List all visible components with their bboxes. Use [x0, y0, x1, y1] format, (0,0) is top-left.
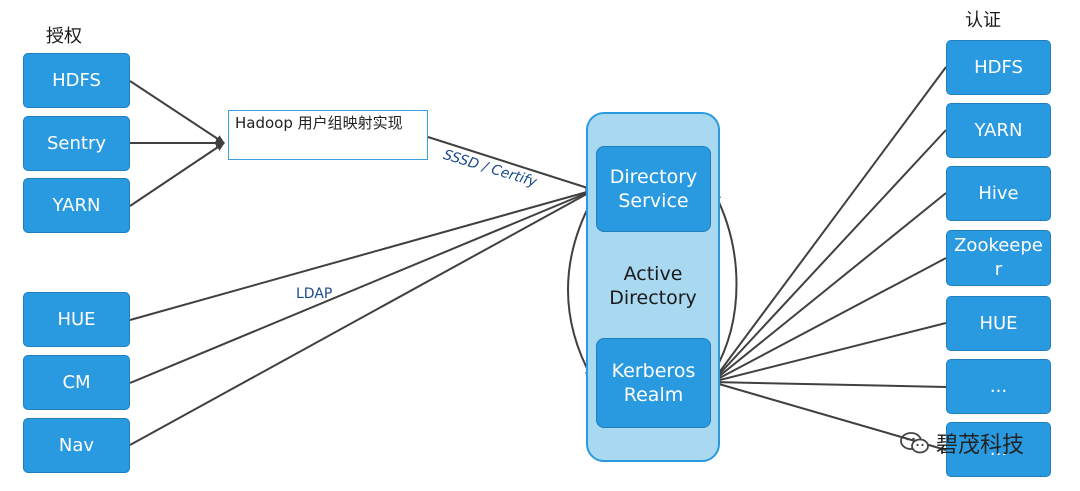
authn-box-hdfs: HDFS — [946, 40, 1051, 95]
wechat-icon — [900, 432, 929, 454]
client-box-nav: Nav — [23, 418, 130, 473]
auth-box-hdfs: HDFS — [23, 53, 130, 108]
watermark-text: 碧茂科技 — [936, 433, 1025, 458]
edge-kerberos-directory — [713, 191, 738, 373]
ldap-label: LDAP — [296, 286, 333, 302]
client-box-cm: CM — [23, 355, 130, 410]
authn-box-more-1: ... — [946, 359, 1051, 414]
edge-mapping-directory — [427, 136, 595, 192]
edge-directory-kerberos — [567, 199, 593, 379]
edge-auth-hue — [711, 322, 947, 384]
authn-box-zookeeper: Zookeeper — [946, 230, 1051, 286]
edge-nav-directory — [129, 189, 595, 446]
auth-box-sentry: Sentry — [23, 116, 130, 171]
edge-auth-yarn — [711, 129, 947, 383]
auth-box-yarn: YARN — [23, 178, 130, 233]
edge-hdfs-mapping — [129, 80, 225, 144]
authn-box-hive: Hive — [946, 166, 1051, 221]
group-mapping-box: Hadoop 用户组映射实现 — [228, 110, 428, 160]
authn-box-yarn: YARN — [946, 103, 1051, 158]
edge-auth-hive — [711, 192, 947, 383]
kerberos-realm-box: Kerberos Realm — [596, 338, 711, 428]
client-box-hue: HUE — [23, 292, 130, 347]
edge-auth-more1 — [711, 378, 947, 388]
authn-box-more-2: ... — [946, 422, 1051, 477]
watermark: 碧茂科技 — [900, 427, 1024, 459]
edge-auth-zookeeper — [711, 257, 947, 383]
authentication-title: 认证 — [965, 10, 1001, 31]
directory-service-box: Directory Service — [596, 146, 711, 232]
edge-auth-hdfs — [711, 66, 947, 383]
authn-box-hue: HUE — [946, 296, 1051, 351]
active-directory-label: Active Directory — [609, 263, 697, 309]
edge-hue-directory — [129, 188, 595, 321]
authorization-title: 授权 — [46, 26, 82, 47]
edge-cm-directory — [129, 189, 595, 384]
edge-yarn-mapping — [129, 142, 225, 207]
